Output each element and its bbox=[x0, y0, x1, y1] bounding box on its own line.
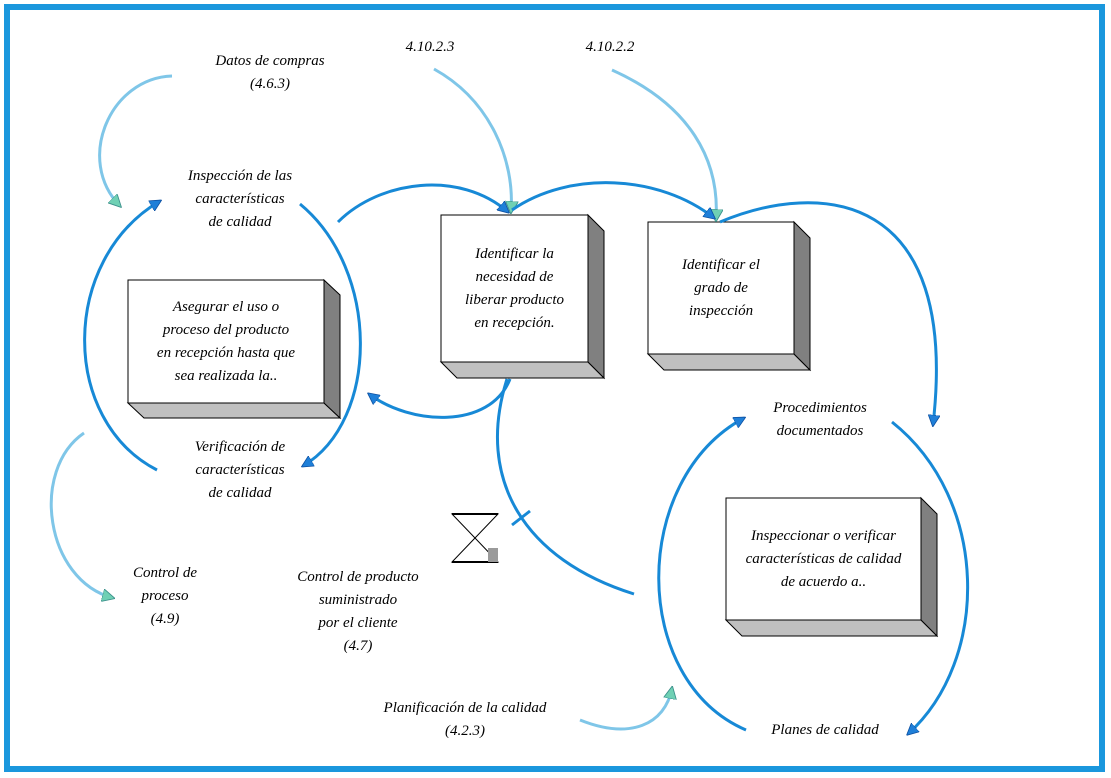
flow-procedures-to-plans bbox=[891, 420, 969, 734]
label-quality-planning: Planificación de la calidad (4.2.3) bbox=[383, 700, 547, 739]
label-verification-characteristics: Verificación de características de calid… bbox=[194, 439, 286, 501]
flow-inspection-to-release bbox=[336, 183, 508, 224]
flow-delay-mark bbox=[511, 509, 531, 527]
flow-degree-to-procedures bbox=[719, 201, 936, 425]
flow-plans-to-procedures bbox=[657, 418, 747, 732]
label-purchase-data: Datos de compras (4.6.3) bbox=[215, 53, 325, 92]
flow-release-to-assure bbox=[369, 378, 512, 419]
box-assure-use: Asegurar el uso o proceso del producto e… bbox=[156, 298, 296, 384]
flow-purchase-data bbox=[98, 74, 173, 206]
flow-ref-4-10-2-3 bbox=[433, 67, 511, 212]
label-ref-4-10-2-3: 4.10.2.3 bbox=[405, 39, 455, 55]
box-inspect-verify-3d bbox=[724, 496, 939, 638]
flow-process-control bbox=[49, 431, 113, 598]
flow-release-to-degree bbox=[511, 181, 714, 218]
flow-verification-to-inspection bbox=[83, 201, 160, 472]
box-identify-release-3d bbox=[439, 213, 606, 380]
label-inspection-characteristics: Inspección de las características de cal… bbox=[187, 168, 293, 230]
flow-inspection-to-verification bbox=[299, 202, 362, 466]
flow-quality-planning bbox=[579, 688, 672, 731]
hourglass-icon bbox=[450, 513, 500, 563]
flow-release-to-customer-control bbox=[496, 378, 635, 596]
box-identify-degree: Identificar el grado de inspección bbox=[682, 256, 760, 319]
label-ref-4-10-2-2: 4.10.2.2 bbox=[585, 39, 635, 55]
label-quality-plans: Planes de calidad bbox=[771, 722, 879, 738]
flow-ref-4-10-2-2 bbox=[611, 68, 716, 220]
label-documented-procedures: Procedimientos documentados bbox=[773, 400, 867, 439]
label-customer-product-control: Control de producto suministrado por el … bbox=[297, 569, 419, 654]
box-inspect-verify: Inspeccionar o verificar características… bbox=[745, 527, 902, 590]
box-identify-degree-3d bbox=[646, 220, 812, 372]
label-process-control: Control de proceso (4.9) bbox=[132, 565, 198, 627]
box-identify-release: Identificar la necesidad de liberar prod… bbox=[464, 245, 565, 331]
box-assure-use-3d bbox=[126, 278, 342, 420]
